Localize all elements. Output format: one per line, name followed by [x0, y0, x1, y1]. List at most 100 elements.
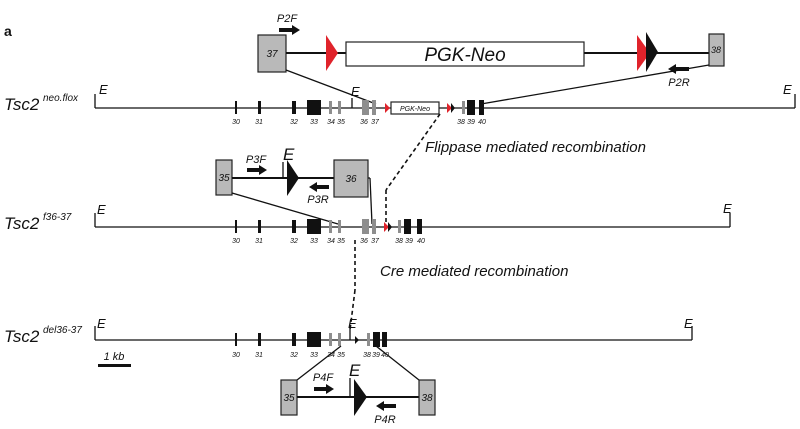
panel-label: a [4, 23, 12, 39]
exon-label: 33 [310, 238, 318, 245]
exon-label: 34 [327, 352, 335, 359]
flippase-dashed-line [385, 113, 441, 191]
exon-label: 34 [327, 119, 335, 126]
exon [372, 100, 376, 115]
primer-p4f-label: P4F [313, 372, 334, 384]
exon-label: 38 [457, 119, 465, 126]
exon-label: 39 [405, 238, 413, 245]
primer-p2f-arrow-icon [279, 25, 300, 35]
exon-label: 40 [381, 352, 389, 359]
projection-line [231, 192, 339, 225]
exon-label: 35 [337, 119, 345, 126]
exon-label: 32 [290, 352, 298, 359]
exon-label: 36 [360, 238, 368, 245]
primer-p3f-arrow-icon [247, 165, 267, 175]
exon-label: 32 [290, 238, 298, 245]
exon-label: 30 [232, 352, 240, 359]
exon [307, 332, 321, 347]
exon-label: 34 [327, 238, 335, 245]
projection-line [296, 345, 342, 381]
exon [467, 100, 475, 115]
exon-label: 38 [395, 238, 403, 245]
restriction-site-label: E [783, 82, 792, 97]
exon-label: 32 [290, 119, 298, 126]
restriction-site-label: E [283, 145, 295, 164]
exon [307, 219, 321, 234]
exon [329, 333, 332, 346]
inset-box-exon-37 [257, 34, 287, 73]
exon-label: 39 [467, 119, 475, 126]
exon-label: 31 [255, 352, 263, 359]
exon-label: 37 [371, 238, 380, 245]
primer-p2f-label: P2F [277, 13, 298, 25]
loxp-site [287, 160, 299, 196]
loxp-site [388, 222, 392, 232]
exon [417, 219, 422, 234]
allele-neo-flox: Tsc2 neo.flox E E E PGK-Neo 30 31 32 33 … [4, 82, 796, 126]
projection-line [480, 64, 710, 105]
exon-label: 35 [337, 352, 345, 359]
projection-line [285, 69, 377, 105]
exon [292, 220, 296, 233]
allele-del36-37: Tsc2 del36-37 E E E 30 31 32 33 34 35 38… [4, 316, 693, 367]
restriction-site-label: E [348, 316, 357, 331]
exon [292, 101, 296, 114]
frt-site-left [326, 35, 338, 71]
restriction-site-label: E [684, 316, 693, 331]
restriction-site-label: E [351, 84, 360, 99]
exon [338, 101, 341, 114]
loxp-site [646, 32, 658, 72]
projection-line [369, 177, 373, 225]
exon-label: 38 [363, 352, 371, 359]
exon [362, 219, 369, 234]
primer-p4r-label: P4R [374, 414, 395, 426]
inset-box-exon-38-label: 38 [711, 45, 721, 55]
inset-box-exon-38 [418, 379, 436, 416]
exon [338, 333, 341, 346]
exon [479, 100, 484, 115]
exon [258, 333, 261, 346]
scale-bar [98, 364, 131, 367]
flippase-recombination-label: Flippase mediated recombination [425, 139, 646, 156]
loxp-site [354, 379, 367, 416]
exon-label: 31 [255, 238, 263, 245]
allele-f36-37: Tsc2 f36-37 E E 30 31 32 33 34 35 36 37 … [4, 201, 732, 245]
allele-superscript: neo.flox [43, 93, 79, 104]
exon [404, 219, 411, 234]
pgk-neo-label: PGK-Neo [424, 45, 505, 66]
inset-box-exon-38-label: 38 [421, 393, 433, 404]
exon [235, 101, 237, 114]
allele-superscript: f36-37 [43, 212, 72, 223]
exon-label: 37 [371, 119, 380, 126]
restriction-site-label: E [349, 361, 361, 380]
pgk-neo-cassette [390, 101, 440, 115]
scale-bar-label: 1 kb [104, 351, 125, 363]
exon [307, 100, 321, 115]
inset-box-exon-35-label: 35 [218, 173, 230, 184]
inset-box-exon-38 [708, 33, 725, 67]
exon [367, 333, 370, 346]
exon-label: 31 [255, 119, 263, 126]
restriction-site-label: E [723, 201, 732, 216]
frt-site [447, 103, 452, 113]
exon [258, 220, 261, 233]
exon-label: 40 [417, 238, 425, 245]
loxp-site [355, 336, 359, 344]
exon [292, 333, 296, 346]
exon [373, 332, 380, 347]
inset-box-exon-37-label: 37 [266, 49, 278, 60]
exon [329, 101, 332, 114]
exon [329, 220, 332, 233]
pgk-neo-label: PGK-Neo [400, 106, 430, 113]
exon-label: 40 [478, 119, 486, 126]
cre-recombination-label: Cre mediated recombination [380, 263, 568, 280]
primer-p4r-arrow-icon [376, 401, 396, 411]
primer-p2r-label: P2R [668, 77, 689, 89]
exon [235, 333, 237, 346]
primer-p3r-arrow-icon [309, 182, 329, 192]
exon-label: 30 [232, 119, 240, 126]
exon [235, 220, 237, 233]
restriction-site-label: E [97, 202, 106, 217]
inset-box-exon-35-label: 35 [283, 393, 295, 404]
